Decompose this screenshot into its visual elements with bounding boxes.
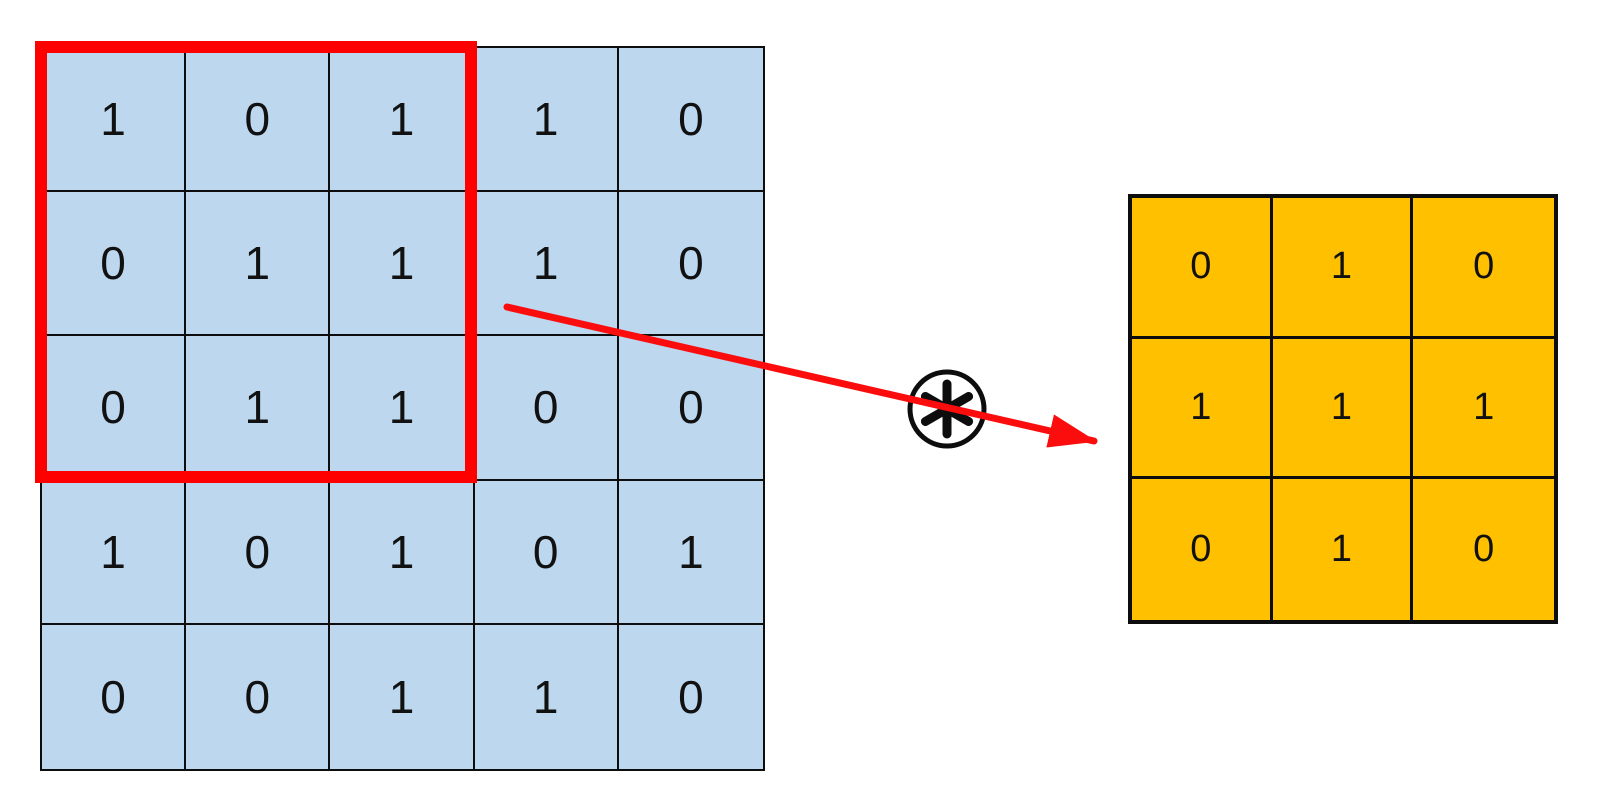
input-matrix-cell-r2c1: 1	[186, 336, 331, 481]
input-matrix-cell-r3c4: 1	[618, 480, 763, 625]
input-matrix-cell-r0c1: 0	[186, 48, 331, 193]
input-matrix-cell-r1c2: 1	[330, 192, 475, 337]
input-matrix-cell-r3c1: 0	[186, 480, 331, 625]
input-matrix-cell-r0c0: 1	[42, 48, 187, 193]
input-matrix-cell-r2c3: 0	[474, 336, 619, 481]
kernel-cell-r0c0: 0	[1132, 198, 1273, 339]
input-matrix-cell-r0c2: 1	[330, 48, 475, 193]
kernel-cell-r0c1: 1	[1272, 198, 1414, 339]
input-matrix-cell-r0c3: 1	[474, 48, 619, 193]
input-matrix-cell-r1c3: 1	[474, 192, 619, 337]
input-matrix-cell-r1c1: 1	[186, 192, 331, 337]
kernel-cell-r1c0: 1	[1132, 338, 1273, 480]
convolution-operator-icon	[907, 369, 987, 449]
input-matrix-cell-r3c3: 0	[474, 480, 619, 625]
input-matrix-cell-r1c4: 0	[618, 192, 763, 337]
kernel-cell-r2c1: 1	[1272, 479, 1414, 620]
kernel-cell-r1c1: 1	[1272, 338, 1414, 480]
input-matrix-cell-r1c0: 0	[42, 192, 187, 337]
input-matrix-cell-r4c4: 0	[618, 624, 763, 769]
input-matrix-cell-r4c3: 1	[474, 624, 619, 769]
input-matrix-cell-r2c2: 1	[330, 336, 475, 481]
input-matrix-cell-r4c1: 0	[186, 624, 331, 769]
input-matrix-cell-r4c0: 0	[42, 624, 187, 769]
input-matrix-cell-r3c2: 1	[330, 480, 475, 625]
input-matrix-cell-r2c0: 0	[42, 336, 187, 481]
highlight-window	[35, 41, 477, 483]
input-matrix-cell-r2c4: 0	[618, 336, 763, 481]
kernel-cell-r0c2: 0	[1413, 198, 1554, 339]
input-matrix-cell-r0c4: 0	[618, 48, 763, 193]
kernel-cell-r1c2: 1	[1413, 338, 1554, 480]
input-matrix-cell-r3c0: 1	[42, 480, 187, 625]
kernel-cell-r2c0: 0	[1132, 479, 1273, 620]
kernel-cell-r2c2: 0	[1413, 479, 1554, 620]
input-matrix-cell-r4c2: 1	[330, 624, 475, 769]
